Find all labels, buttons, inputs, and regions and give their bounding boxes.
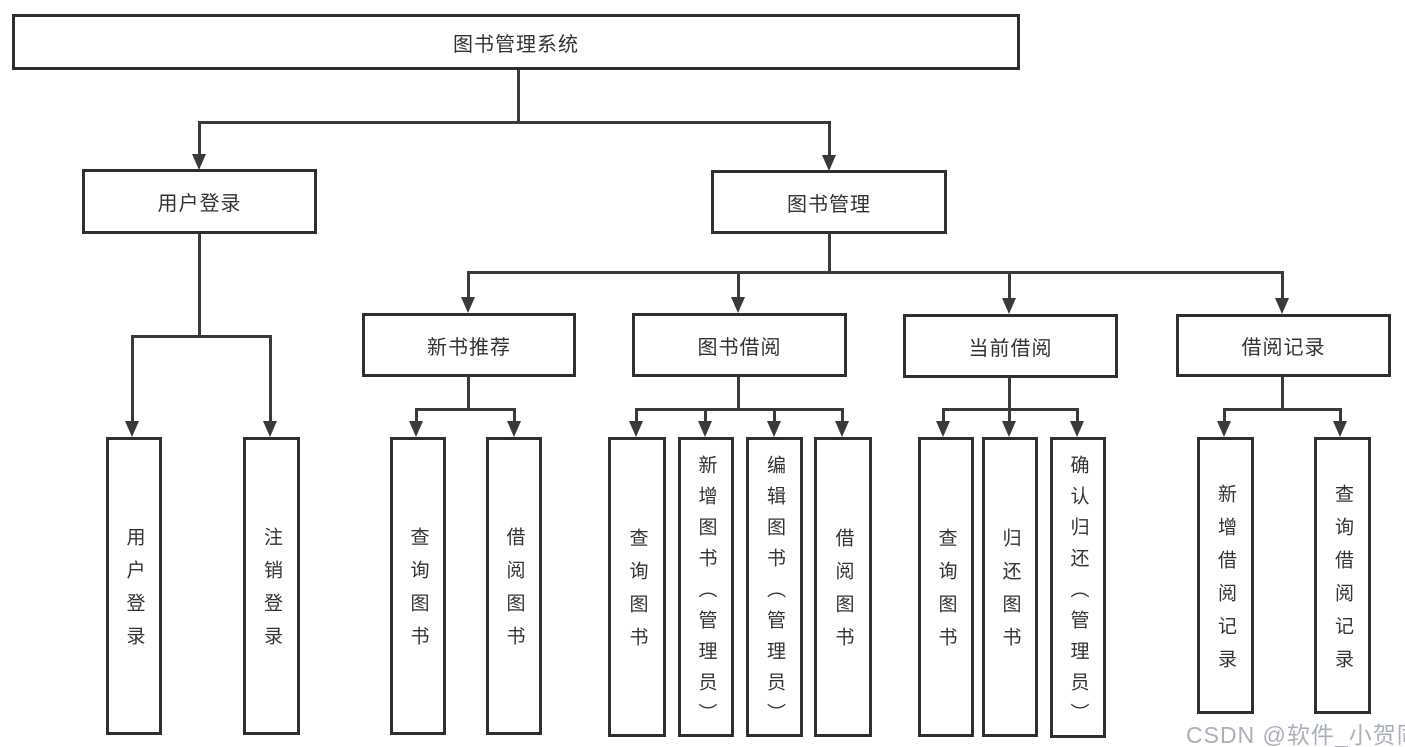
leaf-recommend-query-book: 查询图书 bbox=[390, 437, 446, 735]
connector-root-crossbar bbox=[198, 121, 831, 124]
node-label: 新书推荐 bbox=[427, 336, 511, 359]
arrow-down-icon bbox=[1333, 421, 1347, 437]
node-book-borrow: 图书借阅 bbox=[632, 313, 847, 377]
connector-book-borrow-stem bbox=[737, 377, 740, 411]
connector-current-borrow-stem bbox=[1008, 378, 1011, 411]
connector-leg bbox=[1281, 271, 1284, 298]
connector-leg bbox=[467, 271, 470, 298]
arrow-down-icon bbox=[1070, 421, 1084, 437]
arrow-down-icon bbox=[698, 421, 712, 437]
arrow-down-icon bbox=[822, 155, 836, 171]
node-label: 新增图书（管理员） bbox=[695, 454, 717, 734]
connector-leg bbox=[1223, 408, 1226, 422]
node-label: 借阅图书 bbox=[503, 527, 525, 659]
node-label: 查询图书 bbox=[935, 528, 957, 660]
connector-leg bbox=[704, 408, 707, 422]
arrow-down-icon bbox=[125, 421, 139, 437]
node-current-borrow: 当前借阅 bbox=[903, 314, 1118, 378]
connector-book-mgmt-crossbar bbox=[467, 271, 1284, 274]
connector-root-stem bbox=[517, 70, 520, 124]
arrow-down-icon bbox=[192, 154, 206, 170]
connector-new-book-crossbar bbox=[415, 408, 516, 411]
leaf-current-return-book: 归还图书 bbox=[982, 437, 1038, 737]
leaf-record-add-borrow-record: 新增借阅记录 bbox=[1197, 437, 1254, 714]
node-new-book-recommend: 新书推荐 bbox=[362, 313, 576, 377]
connector-leg bbox=[737, 271, 740, 298]
connector-leg bbox=[1008, 271, 1011, 298]
node-label: 编辑图书（管理员） bbox=[764, 454, 785, 734]
arrow-down-icon bbox=[731, 297, 745, 313]
node-library-management-system: 图书管理系统 bbox=[12, 14, 1020, 70]
node-label: 查询图书 bbox=[626, 528, 648, 660]
connector-leg bbox=[131, 335, 134, 422]
node-label: 用户登录 bbox=[157, 193, 242, 215]
arrow-down-icon bbox=[835, 421, 849, 437]
arrow-down-icon bbox=[767, 421, 781, 437]
arrow-down-icon bbox=[936, 421, 950, 437]
arrow-down-icon bbox=[409, 421, 423, 437]
node-label: 归还图书 bbox=[999, 528, 1021, 660]
connector-leg bbox=[513, 408, 516, 422]
leaf-logout: 注销登录 bbox=[243, 437, 300, 735]
connector-leg bbox=[1076, 408, 1079, 422]
connector-borrow-record-stem bbox=[1281, 377, 1284, 411]
node-label: 借阅图书 bbox=[832, 528, 854, 660]
arrow-down-icon bbox=[507, 421, 521, 437]
connector-leg bbox=[635, 408, 638, 422]
arrow-down-icon bbox=[1275, 298, 1289, 314]
arrow-down-icon bbox=[1002, 421, 1016, 437]
leaf-borrow-edit-book-admin: 编辑图书（管理员） bbox=[746, 437, 803, 737]
connector-leg bbox=[1339, 408, 1342, 422]
connector-leg bbox=[828, 121, 831, 156]
node-book-management: 图书管理 bbox=[711, 170, 947, 234]
connector-book-borrow-crossbar bbox=[635, 408, 844, 411]
node-label: 注销登录 bbox=[261, 527, 282, 659]
leaf-borrow-query-book: 查询图书 bbox=[608, 437, 666, 737]
node-label: 确认归还（管理员） bbox=[1067, 455, 1089, 734]
connector-book-mgmt-stem bbox=[828, 234, 831, 274]
node-user-login: 用户登录 bbox=[82, 169, 317, 234]
arrow-down-icon bbox=[629, 421, 643, 437]
leaf-current-query-book: 查询图书 bbox=[918, 437, 974, 737]
leaf-user-login: 用户登录 bbox=[106, 437, 162, 735]
node-label: 用户登录 bbox=[123, 527, 145, 659]
connector-leg bbox=[198, 121, 201, 156]
node-label: 图书管理系统 bbox=[453, 33, 579, 56]
leaf-borrow-borrow-book: 借阅图书 bbox=[814, 437, 872, 737]
csdn-watermark: CSDN @软件_小贺同学 bbox=[1186, 722, 1405, 747]
connector-leg bbox=[1008, 408, 1011, 422]
connector-borrow-record-crossbar bbox=[1223, 408, 1342, 411]
arrow-down-icon bbox=[263, 421, 277, 437]
connector-leg bbox=[415, 408, 418, 422]
connector-new-book-stem bbox=[467, 377, 470, 411]
arrow-down-icon bbox=[461, 297, 475, 313]
leaf-borrow-add-book-admin: 新增图书（管理员） bbox=[678, 437, 734, 737]
arrow-down-icon bbox=[1217, 421, 1231, 437]
arrow-down-icon bbox=[1002, 298, 1016, 314]
node-label: 图书借阅 bbox=[697, 336, 782, 359]
leaf-current-confirm-return-admin: 确认归还（管理员） bbox=[1050, 437, 1106, 738]
node-label: 新增借阅记录 bbox=[1215, 483, 1236, 682]
connector-leg bbox=[841, 408, 844, 422]
node-label: 借阅记录 bbox=[1241, 337, 1326, 359]
connector-leg bbox=[269, 335, 272, 422]
node-label: 查询借阅记录 bbox=[1332, 483, 1353, 682]
node-label: 图书管理 bbox=[787, 193, 871, 216]
node-borrow-record: 借阅记录 bbox=[1176, 314, 1391, 377]
leaf-recommend-borrow-book: 借阅图书 bbox=[486, 437, 542, 735]
connector-leg bbox=[942, 408, 945, 422]
connector-user-login-crossbar bbox=[131, 335, 272, 338]
connector-user-login-stem bbox=[198, 234, 201, 335]
connector-leg bbox=[773, 408, 776, 422]
node-label: 当前借阅 bbox=[968, 337, 1053, 360]
node-label: 查询图书 bbox=[407, 527, 429, 659]
leaf-record-query-borrow-record: 查询借阅记录 bbox=[1314, 437, 1371, 714]
